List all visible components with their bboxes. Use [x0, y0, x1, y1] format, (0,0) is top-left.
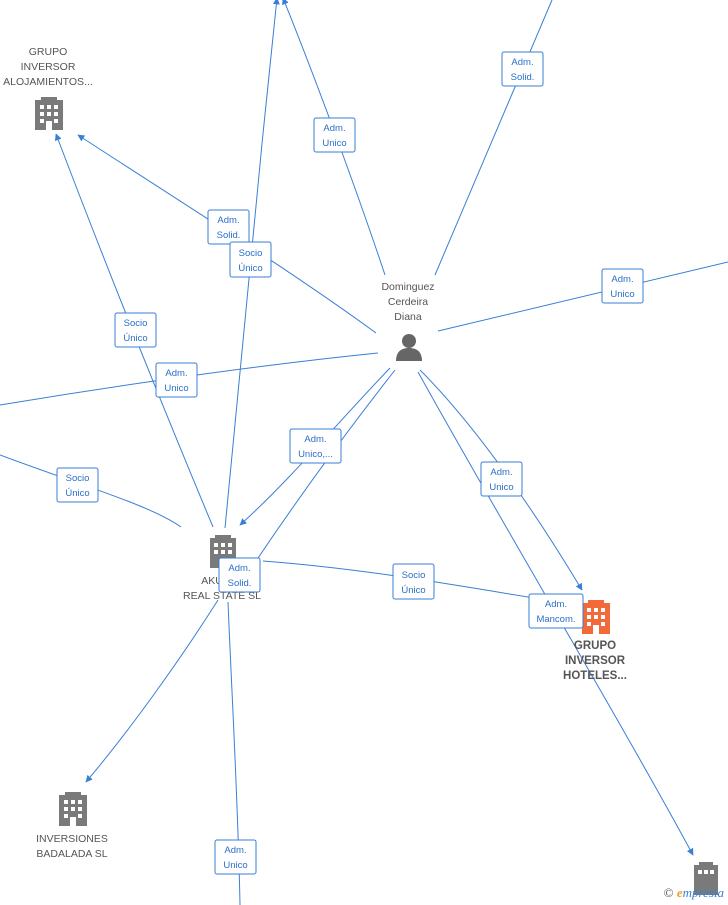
node-grupo-hoteles[interactable]: GRUPO INVERSOR HOTELES...	[563, 600, 627, 682]
node-akua-real-state[interactable]: AKU REAL STATE SL	[183, 535, 261, 602]
svg-text:Socio: Socio	[66, 473, 90, 484]
node-label: Dominguez	[381, 281, 434, 293]
svg-text:Unico: Unico	[223, 860, 247, 871]
svg-text:Solid.: Solid.	[228, 578, 252, 589]
svg-text:Unico: Unico	[610, 289, 634, 300]
svg-text:Único: Único	[238, 263, 262, 274]
edge-label[interactable]: Adm. Unico	[313, 117, 356, 153]
node-bottom-right[interactable]	[694, 862, 718, 895]
svg-text:Adm.: Adm.	[228, 563, 250, 574]
svg-text:Adm.: Adm.	[511, 57, 533, 68]
node-person[interactable]: Dominguez Cerdeira Diana	[381, 281, 435, 361]
brand-logo-e: e	[676, 885, 683, 900]
edge-label[interactable]: Adm. Solid.	[218, 557, 261, 593]
edge-label[interactable]: Adm. Unico	[601, 268, 644, 304]
edge-label[interactable]: Adm. Unico	[214, 839, 257, 875]
node-label: Diana	[394, 311, 422, 323]
person-icon	[396, 334, 422, 361]
node-label: ALOJAMIENTOS...	[3, 76, 93, 88]
svg-text:Adm.: Adm.	[323, 123, 345, 134]
svg-text:Adm.: Adm.	[545, 599, 567, 610]
edge-left-to-akua	[0, 454, 182, 528]
node-label: INVERSIONES	[36, 833, 108, 845]
node-grupo-alojamientos[interactable]: GRUPO INVERSOR ALOJAMIENTOS...	[3, 46, 93, 130]
edge-label[interactable]: Adm. Solid.	[501, 51, 544, 87]
edge-akua-to-badalada	[85, 599, 219, 783]
svg-text:Solid.: Solid.	[511, 72, 535, 83]
node-label: INVERSOR	[21, 61, 76, 73]
empresia-watermark: © empresia	[664, 885, 724, 901]
edge-person-to-akua-2	[249, 369, 396, 571]
svg-text:Adm.: Adm.	[611, 274, 633, 285]
edge-label[interactable]: Adm. Unico	[480, 461, 523, 497]
brand-logo-text: mpresia	[682, 885, 724, 900]
svg-text:Socio: Socio	[124, 318, 148, 329]
node-inversiones-badalada[interactable]: INVERSIONES BADALADA SL	[36, 792, 108, 860]
svg-text:Mancom.: Mancom.	[536, 614, 575, 625]
node-label: GRUPO	[29, 46, 68, 58]
svg-text:Único: Único	[123, 333, 147, 344]
svg-text:Solid.: Solid.	[217, 230, 241, 241]
svg-text:Adm.: Adm.	[224, 845, 246, 856]
edge-label[interactable]: Adm. Unico	[155, 362, 198, 398]
svg-text:Único: Único	[65, 488, 89, 499]
building-icon	[59, 792, 87, 826]
svg-text:Único: Único	[401, 585, 425, 596]
edge-label[interactable]: Adm. Unico,...	[289, 428, 342, 464]
copyright-icon: ©	[663, 885, 674, 900]
node-label: REAL STATE SL	[183, 590, 261, 602]
edge-person-to-right	[437, 261, 728, 332]
node-label: AKU	[201, 575, 223, 587]
svg-text:Adm.: Adm.	[217, 215, 239, 226]
svg-text:Socio: Socio	[402, 570, 426, 581]
building-icon	[35, 97, 63, 130]
svg-text:Unico: Unico	[322, 138, 346, 149]
edge-person-to-top-right	[434, 0, 553, 276]
building-icon	[582, 600, 610, 634]
node-label: INVERSOR	[565, 655, 626, 667]
svg-text:Socio: Socio	[239, 248, 263, 259]
svg-text:Unico: Unico	[489, 482, 513, 493]
node-label: BADALADA SL	[36, 848, 107, 860]
edge-label[interactable]: Adm. Solid.	[207, 209, 250, 245]
svg-text:Adm.: Adm.	[165, 368, 187, 379]
node-label: Cerdeira	[388, 296, 428, 308]
edge-labels: Adm.Solid. Adm.Unico Adm.Solid. SocioÚni…	[56, 51, 644, 875]
svg-text:Unico: Unico	[164, 383, 188, 394]
building-icon	[694, 862, 718, 895]
node-label: GRUPO	[574, 640, 616, 652]
node-label: HOTELES...	[563, 670, 627, 682]
svg-text:Adm.: Adm.	[490, 467, 512, 478]
svg-text:Adm.: Adm.	[304, 434, 326, 445]
svg-text:Unico,...: Unico,...	[298, 449, 333, 460]
edge-label[interactable]: Adm. Mancom.	[528, 593, 584, 629]
